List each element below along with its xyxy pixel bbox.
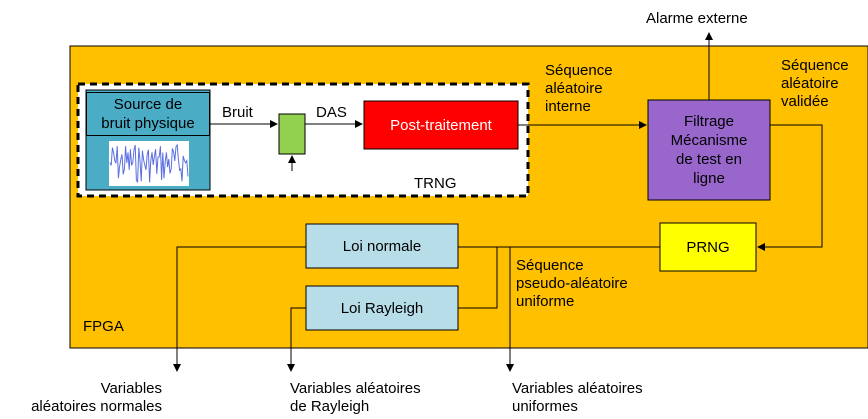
trng-label: TRNG <box>414 175 457 192</box>
output-normales-label: Variables aléatoires normales <box>31 380 162 415</box>
loi-normale-label: Loi normale <box>342 237 422 255</box>
sequence-pseudo-label: Séquence pseudo-aléatoire uniforme <box>516 257 628 310</box>
loi-rayleigh-label: Loi Rayleigh <box>340 299 424 317</box>
arrow-rayleigh <box>287 307 306 372</box>
filtrage-label: Filtrage Mécanisme de test en ligne <box>670 113 748 187</box>
prng-label: PRNG <box>686 238 730 256</box>
arrow-sequence-validee <box>757 124 823 251</box>
loi-normale-box <box>305 223 459 269</box>
prng-box <box>659 222 757 272</box>
output-rayleigh-label: Variables aléatoires de Rayleigh <box>290 380 421 415</box>
noise-waveform <box>109 143 189 183</box>
output-uniformes-label: Variables aléatoires uniformes <box>512 380 643 415</box>
filtrage-box <box>647 99 771 201</box>
post-traitement-label: Post-traitement <box>390 116 492 134</box>
das-label: DAS <box>316 104 347 121</box>
arrow-normales <box>173 246 306 372</box>
bruit-label: Bruit <box>222 104 253 121</box>
noise-source-label: Source de bruit physique <box>86 92 210 136</box>
sequence-interne-label: Séquence aléatoire interne <box>545 62 613 115</box>
alarme-label: Alarme externe <box>646 10 748 27</box>
sampler-block <box>278 113 306 155</box>
bus-to-rayleigh <box>458 247 498 309</box>
fpga-label: FPGA <box>83 318 124 335</box>
post-traitement-box <box>363 100 519 150</box>
sequence-validee-label: Séquence aléatoire validée <box>781 57 849 110</box>
